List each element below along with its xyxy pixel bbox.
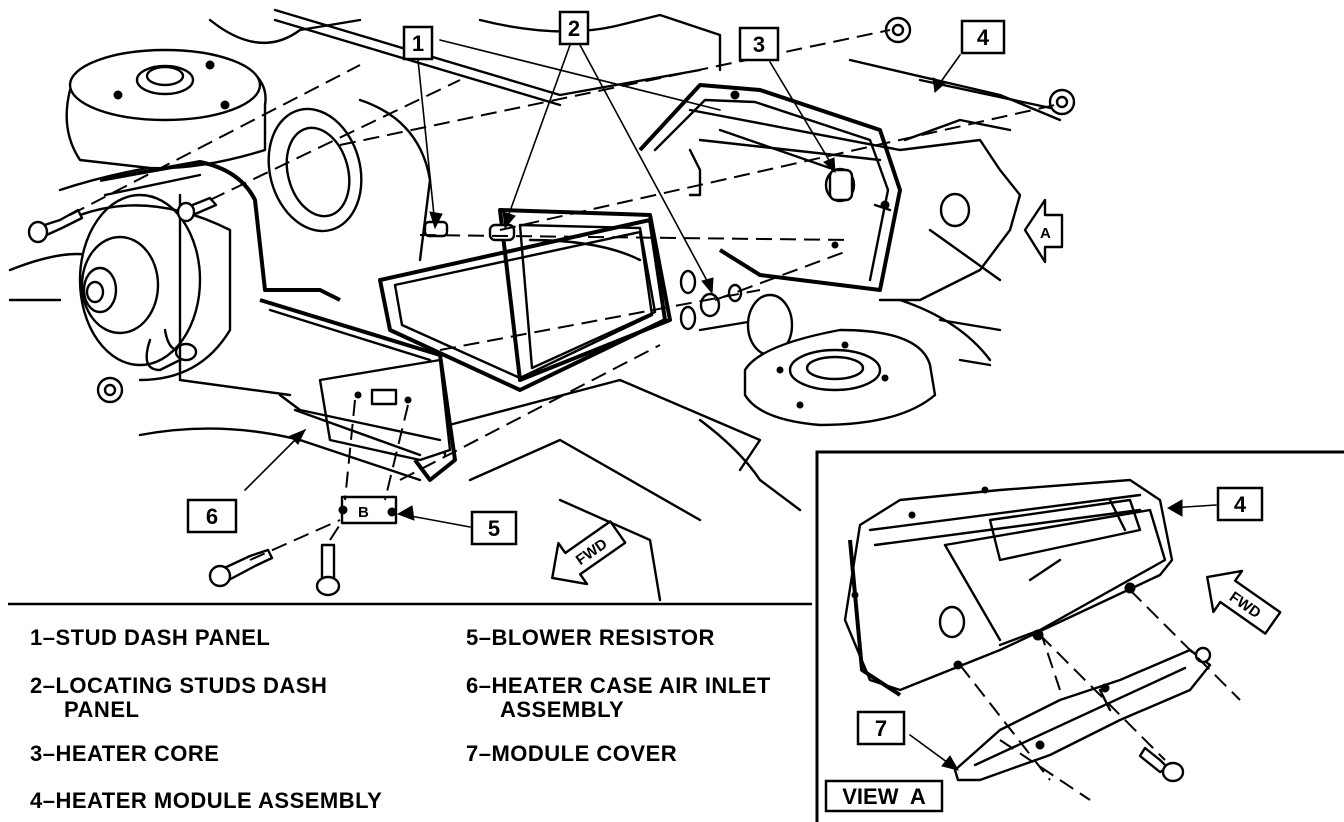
inset-leaders (909, 499, 1217, 771)
legend-item-6-line2: ASSEMBLY (500, 697, 624, 722)
lower-flange (743, 328, 937, 427)
fwd-arrow-inset: FWD (1206, 569, 1282, 635)
inset-screws (1138, 746, 1185, 783)
o-rings (679, 269, 743, 331)
view-a-arrow: A (1023, 198, 1064, 264)
callout-3: 3 (738, 26, 780, 62)
callout-5: 5 (470, 510, 518, 546)
legend-item-5: 5–BLOWER RESISTOR (466, 625, 715, 650)
view-a-label: VIEW A (824, 779, 944, 813)
inset-module-cover (953, 646, 1212, 782)
callout-1: 1 (402, 25, 434, 61)
view-a-arrow-label: A (1040, 225, 1051, 242)
legend-item-4: 4–HEATER MODULE ASSEMBLY (30, 788, 382, 813)
view-a-label-text: VIEW A (842, 784, 926, 809)
inset-callout-4-text: 4 (1234, 492, 1247, 517)
heater-module (638, 83, 1022, 357)
callout-4-text: 4 (977, 25, 990, 50)
inset-callout-4: 4 (1216, 486, 1264, 522)
inset-callout-7: 7 (856, 710, 906, 746)
svg-text:B: B (358, 504, 369, 521)
legend-item-2-line1: 2–LOCATING STUDS DASH (30, 673, 327, 698)
legend-item-3: 3–HEATER CORE (30, 741, 219, 766)
callout-2: 2 (558, 10, 590, 46)
callout-1-text: 1 (412, 31, 424, 56)
heater-core-ring (267, 98, 432, 262)
inset-callout-7-text: 7 (875, 716, 887, 741)
inset-dashes (959, 589, 1241, 801)
view-a-inset: FWD 4 7 VIEW A (815, 450, 1344, 822)
legend-item-2-line2: PANEL (64, 697, 139, 722)
legend: 1–STUD DASH PANEL 2–LOCATING STUDS DASH … (30, 625, 771, 813)
legend-item-1: 1–STUD DASH PANEL (30, 625, 270, 650)
callout-2-text: 2 (568, 16, 580, 41)
blower-housing (65, 48, 341, 397)
leader-lines (244, 44, 961, 528)
main-exploded-view: B (8, 8, 1076, 602)
legend-item-6-line1: 6–HEATER CASE AIR INLET (466, 673, 771, 698)
legend-item-7: 7–MODULE COVER (466, 741, 677, 766)
callout-6: 6 (186, 498, 238, 534)
callout-4: 4 (960, 19, 1006, 55)
callout-5-text: 5 (488, 516, 500, 541)
inset-heater-module (843, 478, 1174, 697)
callout-3-text: 3 (753, 32, 765, 57)
fasteners (27, 16, 1076, 597)
alignment-dashes (69, 29, 1056, 561)
callout-6-text: 6 (206, 504, 218, 529)
